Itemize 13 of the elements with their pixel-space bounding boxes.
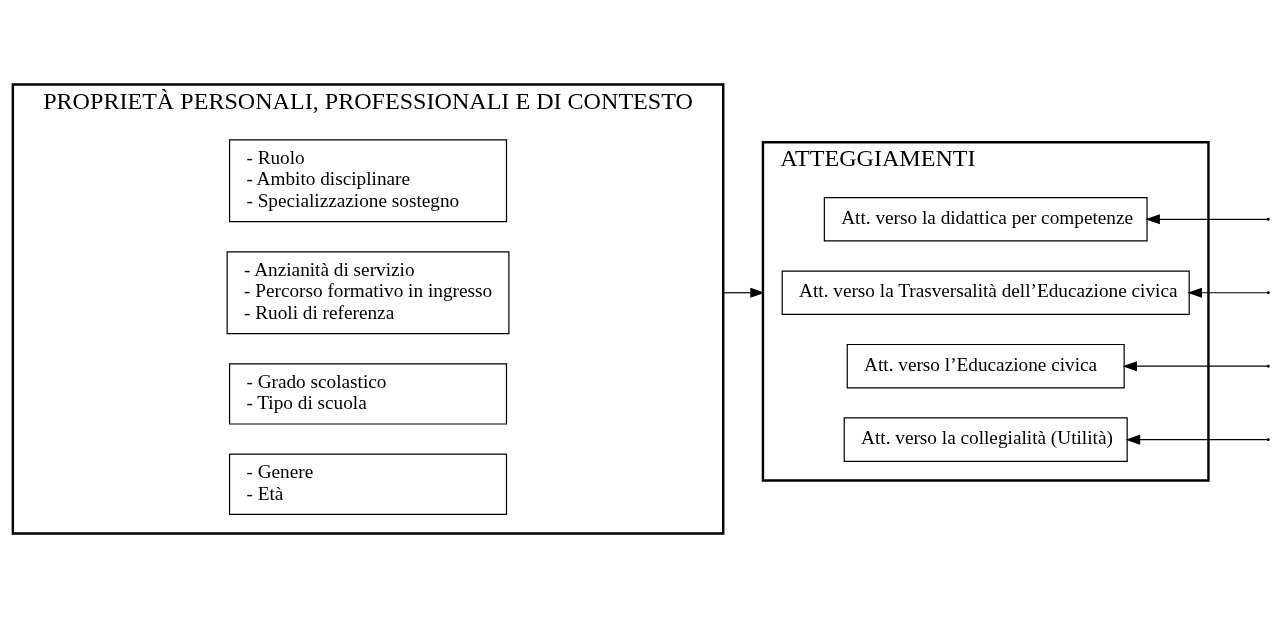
- node-box: - Ruolo - Ambito disciplinare - Specializzazione sostegno: [228, 138, 508, 222]
- node-box: Att. verso la Trasversalità dell’Educazione civica: [781, 269, 1190, 315]
- arrow: [1187, 287, 1268, 298]
- node-box: - Anzianità di servizio - Percorso formativo in ingresso - Ruoli di referenza: [226, 250, 510, 334]
- node-box: Att. verso la didattica per competenze: [823, 196, 1148, 242]
- node-box: - Genere - Età: [228, 453, 508, 515]
- arrow: [722, 287, 765, 298]
- node-box: Att. verso la collegialità (Utilità): [843, 416, 1128, 462]
- arrow: [1122, 360, 1268, 371]
- arrow: [1125, 434, 1268, 445]
- node-box: Att. verso l’Educazione civica: [846, 343, 1125, 388]
- arrow: [1145, 213, 1268, 224]
- node-box: - Grado scolastico - Tipo di scuola: [228, 362, 508, 425]
